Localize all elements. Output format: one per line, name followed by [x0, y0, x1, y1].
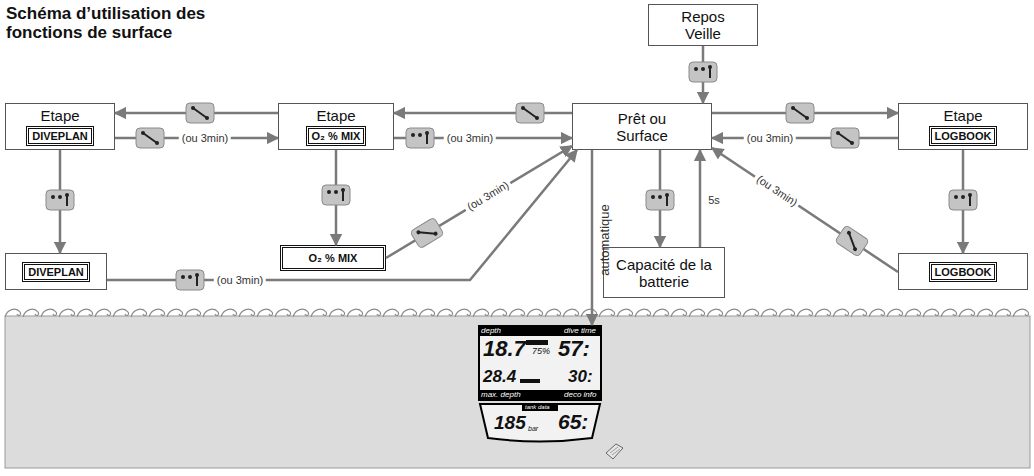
mode-tag: DIVEPLAN [22, 262, 90, 282]
surface-box: Prêt ou Surface [572, 103, 712, 150]
mode-box: LOGBOOK [898, 253, 1028, 290]
water-area [5, 316, 1030, 468]
lcd-screen [479, 326, 601, 400]
button-icon [835, 225, 869, 257]
display-reading: 18.7 [483, 338, 526, 360]
lcd-bar [526, 340, 548, 345]
mode-tag: DIVEPLAN [26, 126, 94, 146]
step-label: Etape [40, 107, 79, 124]
display-reading: 57: [558, 338, 590, 360]
edge-label: 5s [708, 194, 720, 207]
display-reading: depth [481, 327, 501, 335]
lcd-band [479, 326, 601, 336]
fin-symbol [606, 444, 623, 459]
diagram-title: Schéma d’utilisation des fonctions de su… [6, 4, 241, 42]
box-label: Prêt ou Surface [607, 110, 677, 144]
display-reading: 185 [494, 413, 526, 432]
step-label: Etape [316, 107, 355, 124]
mode-tag: O₂ % MIX [309, 252, 358, 264]
mode-tag: LOGBOOK [929, 262, 998, 282]
lcd-bar [520, 379, 540, 383]
display-reading: tank data [525, 404, 550, 410]
standby-box: Repos Veille [648, 4, 758, 46]
step-box: EtapeDIVEPLAN [5, 103, 115, 150]
display-reading: 75% [532, 347, 550, 356]
display-reading: 65: [558, 411, 588, 432]
button-icon [646, 190, 674, 210]
button-icon [835, 225, 869, 257]
button-icon [136, 128, 164, 148]
fin-outline [606, 444, 623, 459]
flow-arrow [386, 146, 572, 258]
step-box: Etape O₂ % MIX [278, 103, 394, 150]
button-icon [322, 185, 350, 205]
battery-box: Capacité de la batterie [603, 247, 725, 298]
fin-detail [610, 447, 620, 455]
tank-screen [480, 404, 600, 442]
button-icon [46, 190, 74, 210]
display-reading: 30: [568, 368, 593, 385]
display-reading: 28.4 [483, 368, 516, 385]
display-reading: max. depth [481, 391, 521, 399]
mode-box: DIVEPLAN [5, 253, 107, 290]
button-icon [831, 128, 859, 148]
lcd-band [479, 390, 601, 400]
lcd-band [522, 404, 558, 411]
step-box: EtapeLOGBOOK [898, 103, 1028, 150]
display-reading: bar [528, 425, 538, 432]
flow-arrow [591, 150, 594, 325]
water-surface [5, 306, 1030, 318]
button-icon [176, 270, 204, 290]
flow-arrow [107, 150, 577, 280]
box-label: Repos Veille [673, 8, 733, 42]
flow-arrow [712, 148, 898, 272]
flow-arrow [712, 137, 898, 140]
button-icon [186, 103, 214, 123]
button-icon [786, 103, 814, 123]
display-reading: deco info [564, 391, 596, 399]
button-icon [516, 103, 544, 123]
button-icon [410, 217, 444, 249]
box-label: Capacité de la batterie [609, 256, 719, 290]
button-icon [949, 190, 977, 210]
dive-computer-display: depth dive time 18.7 57: 75% 28.4 30: max. dept… [478, 325, 602, 442]
mode-box: O₂ % MIX [280, 245, 386, 271]
step-label: Etape [943, 107, 982, 124]
mode-tag: LOGBOOK [929, 126, 998, 146]
flow-arrow [699, 150, 702, 247]
button-icon [410, 217, 444, 249]
mode-tag: O₂ % MIX [306, 126, 367, 146]
display-reading: dive time [564, 327, 596, 335]
button-icon [406, 128, 434, 148]
button-icon [689, 62, 717, 82]
flow-arrow [394, 112, 572, 115]
